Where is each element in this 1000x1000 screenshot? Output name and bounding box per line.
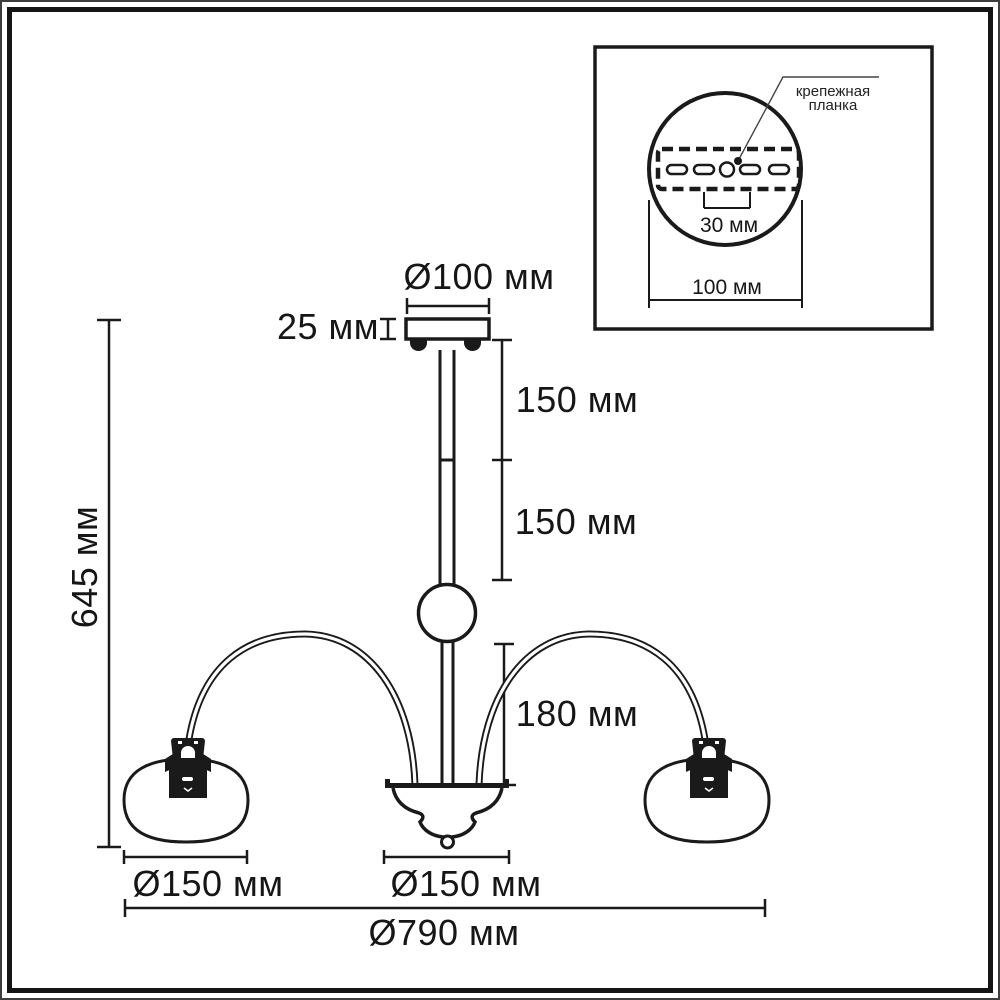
callout-leader [734, 76, 879, 165]
dim-label-lower-rod: 150 мм [514, 501, 638, 542]
hanging-rod [438, 350, 456, 784]
mounting-plate [655, 146, 802, 192]
dim-label-total-height: 645 мм [64, 505, 105, 629]
dim-label-slot-spacing: 30 мм [699, 214, 759, 237]
canopy [404, 317, 491, 351]
mounting-plate-callout: крепежная планка [795, 83, 871, 114]
dim-label-center-bowl-diameter: Ø150 мм [390, 863, 542, 904]
dim-label-stem: 180 мм [515, 693, 639, 734]
ball-ornament [416, 582, 478, 644]
left-socket [164, 737, 212, 799]
canopy-foot [410, 339, 427, 351]
callout-line1: крепежная [795, 83, 871, 100]
plate-holes [665, 161, 791, 178]
right-shade [643, 757, 771, 844]
right-socket [685, 737, 733, 799]
inset-box [593, 45, 934, 331]
callout-line2: планка [808, 97, 858, 114]
dim-label-upper-rod: 150 мм [515, 379, 639, 420]
glass-shades [122, 757, 771, 844]
dim-label-plate-width: 100 мм [692, 276, 762, 299]
center-bowl [385, 779, 509, 850]
dim-label-overall-diameter: Ø790 мм [368, 912, 520, 953]
left-arm [185, 630, 419, 786]
left-shade [122, 757, 250, 844]
dim-label-left-shade-diameter: Ø150 мм [132, 863, 284, 904]
right-arm [475, 630, 709, 786]
bowl-knob [440, 834, 455, 850]
dim-label-canopy-height: 25 мм [276, 306, 380, 347]
inset-dimension-lines [648, 192, 803, 308]
canopy-foot [464, 339, 481, 351]
dim-label-canopy-diameter: Ø100 мм [403, 256, 555, 297]
